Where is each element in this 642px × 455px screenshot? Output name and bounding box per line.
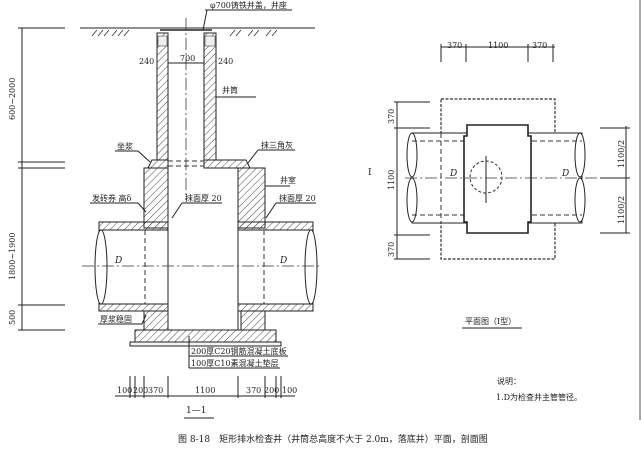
dim-wall-right: 240 <box>218 57 233 66</box>
plan-left-dim-1: 370 <box>387 109 396 124</box>
notes-heading: 说明： <box>497 376 521 386</box>
plan-pipe-d-right: D <box>561 169 569 179</box>
plan-right-dim-1: 1100/2 <box>617 140 626 168</box>
plan-left-dim-2: 1100 <box>387 170 396 190</box>
chamber-wall-left <box>143 167 169 229</box>
plan-top-dim-3: 370 <box>532 41 547 50</box>
grout-label: 坐浆 <box>117 141 133 151</box>
section-title: 1—1 <box>186 406 206 416</box>
hdim-1: 100 <box>117 386 132 395</box>
notes-item-1: 1.D为检查井主管管径。 <box>496 392 582 402</box>
vdim-mid: 1800~1900 <box>8 233 17 280</box>
slab-label: 200厚C20钢筋混凝土底板 <box>191 346 287 356</box>
vdim-top: 600~2000 <box>8 78 17 120</box>
chamber-wall-right <box>237 167 266 229</box>
mortar-label: 厚浆稳固 <box>100 314 132 324</box>
shaft-label: 井筒 <box>222 85 238 95</box>
plan-top-dim-2: 1100 <box>488 41 508 50</box>
chamber-plan <box>463 124 532 234</box>
plan-left-dim-3: 370 <box>387 242 396 257</box>
base-slab <box>134 329 277 343</box>
section-mark: I <box>368 168 372 178</box>
chamber-top-slab <box>147 159 251 169</box>
cover-seat-left <box>157 35 168 47</box>
pipe-diameter-right: D <box>279 256 287 266</box>
shaft-wall-left <box>156 32 169 161</box>
cushion-label: 100厚C10素混凝土垫层 <box>191 358 279 368</box>
hdim-6: 200 <box>264 386 279 395</box>
hdim-4: 1100 <box>195 386 215 395</box>
dim-wall-left: 240 <box>139 57 154 66</box>
plan-top-dim-1: 370 <box>447 41 462 50</box>
chamber-label: 井室 <box>280 175 296 185</box>
vdim-bottom: 500 <box>8 310 17 325</box>
pipe-right <box>237 229 314 305</box>
plan-right-dim-2: 1100/2 <box>617 196 626 224</box>
section-view: φ700铸铁井盖，井座 240 700 240 井筒 坐浆 抹三角灰 井室 发砖… <box>8 0 320 419</box>
pipe-diameter-left: D <box>114 256 122 266</box>
arch-label: 发砖券 高δ <box>92 193 132 203</box>
hdim-7: 100 <box>282 386 297 395</box>
hdim-2: 200 <box>133 386 148 395</box>
plaster-left-label: 抹面厚 20 <box>185 193 222 203</box>
notes: 说明： 1.D为检查井主管管径。 <box>496 376 582 402</box>
cover-seat-right <box>204 35 216 47</box>
pipe-left <box>98 229 169 305</box>
shaft-wall-right <box>203 32 217 161</box>
cushion-layer <box>129 341 282 347</box>
triangle-plaster-label: 抹三角灰 <box>261 140 293 150</box>
shaft-opening <box>469 160 503 194</box>
ground-hatch <box>91 29 278 37</box>
dim-opening: 700 <box>180 54 195 63</box>
plaster-right-label: 抹面厚 20 <box>279 193 316 203</box>
plan-pipe-d-left: D <box>449 169 457 179</box>
cover-label: φ700铸铁井盖，井座 <box>210 0 287 10</box>
figure-caption: 图 8-18 矩形排水检查井（井筒总高度不大于 2.0m，落底井）平面，剖面图 <box>178 433 488 445</box>
plan-view: 370 1100 370 D D I 370 1100 370 1100/2 1… <box>368 41 630 329</box>
hdim-5: 370 <box>246 386 261 395</box>
plan-title: 平面图（I型） <box>465 317 516 326</box>
hdim-3: 370 <box>148 386 163 395</box>
